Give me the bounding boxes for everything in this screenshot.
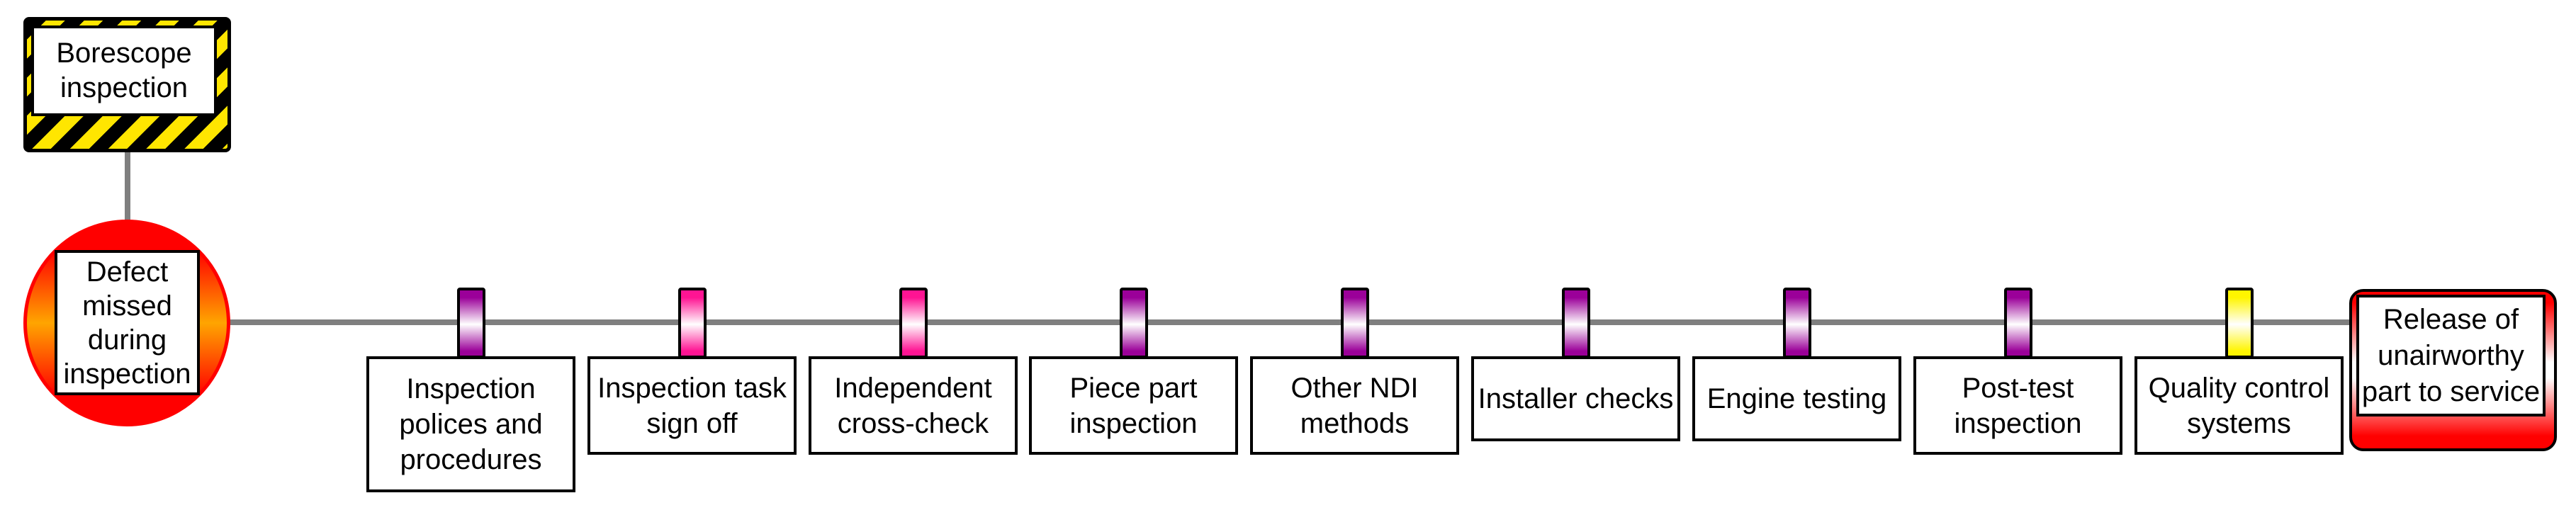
barrier-label-text: Engine testing <box>1706 383 1887 414</box>
barrier-pill-5 <box>1340 288 1369 358</box>
consequence-box: Release of unairworthy part to service <box>2349 289 2557 451</box>
barrier-pill-6 <box>1561 288 1590 358</box>
barrier-pill-4 <box>1119 288 1148 358</box>
barrier-label-box-9: Quality control systems <box>2135 356 2344 455</box>
hazard-label: Borescope inspection <box>31 26 217 116</box>
barrier-label-text: Installer checks <box>1478 383 1674 414</box>
barrier-label-text: Piece part inspection <box>1069 372 1198 439</box>
barrier-label-box-7: Engine testing <box>1692 356 1901 441</box>
hazard-to-event-connector <box>125 150 130 221</box>
barrier-pill-2 <box>677 288 707 358</box>
barrier-label-text: Independent cross-check <box>834 372 992 439</box>
barrier-label-text: Other NDI methods <box>1290 372 1419 439</box>
barrier-pill-9 <box>2225 288 2254 358</box>
barrier-label-box-2: Inspection task sign off <box>587 356 797 455</box>
top-event-circle: Defect missed during inspection <box>23 220 230 426</box>
barrier-label-box-3: Independent cross-check <box>809 356 1018 455</box>
barrier-pill-7 <box>1782 288 1811 358</box>
barrier-pill-1 <box>456 288 485 358</box>
hazard-label-text: Borescope inspection <box>56 38 192 103</box>
barrier-label-box-5: Other NDI methods <box>1250 356 1459 455</box>
consequence-label-text: Release of unairworthy part to service <box>2361 303 2541 407</box>
barrier-label-text: Quality control systems <box>2148 372 2330 439</box>
event-to-consequence-line <box>227 319 2351 325</box>
barrier-label-text: Inspection polices and procedures <box>399 373 543 475</box>
hazard-box: Borescope inspection <box>23 17 231 152</box>
barrier-label-box-4: Piece part inspection <box>1029 356 1238 455</box>
barrier-label-text: Inspection task sign off <box>597 372 787 439</box>
barrier-label-box-6: Installer checks <box>1471 356 1680 441</box>
barrier-pill-8 <box>2003 288 2032 358</box>
barrier-label-box-8: Post-test inspection <box>1913 356 2122 455</box>
consequence-label: Release of unairworthy part to service <box>2356 295 2546 416</box>
barrier-label-box-1: Inspection polices and procedures <box>366 356 575 492</box>
top-event-label: Defect missed during inspection <box>55 250 200 395</box>
top-event-label-text: Defect missed during inspection <box>63 256 191 390</box>
barrier-pill-3 <box>899 288 928 358</box>
barrier-label-text: Post-test inspection <box>1954 372 2082 439</box>
